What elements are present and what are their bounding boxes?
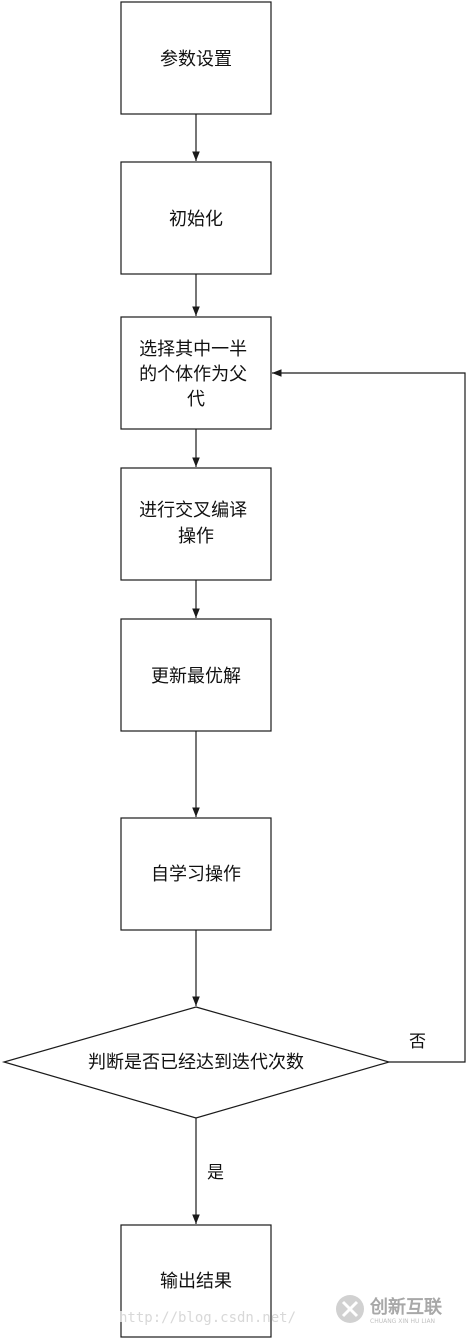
watermark-logo: 创新互联 CHUANG XIN HU LIAN	[336, 1295, 442, 1325]
node-self-learn-line-1: 自学习操作	[151, 864, 241, 885]
node-crossover-line-1: 进行交叉编译	[139, 500, 247, 521]
node-decision: 判断是否已经达到迭代次数	[1, 1006, 392, 1119]
node-update-best-line-1: 更新最优解	[151, 666, 241, 687]
node-crossover: 进行交叉编译 操作	[120, 467, 272, 581]
node-update-best: 更新最优解	[120, 618, 272, 732]
node-decision-line-1: 判断是否已经达到迭代次数	[88, 1052, 304, 1073]
svg-text:参数设置: 参数设置	[160, 49, 232, 70]
node-crossover-line-2: 操作	[178, 526, 214, 547]
svg-text:进行交叉编译 操作: 进行交叉编译 操作	[139, 500, 253, 547]
node-select-parents-line-2: 的个体作为父	[139, 364, 247, 385]
svg-text:选择其中一半 的个体作为父 代: 选择其中一半 的个体作为父 代	[139, 339, 253, 410]
node-output-line-1: 输出结果	[160, 1271, 232, 1292]
svg-text:判断是否已经达到迭代次数: 判断是否已经达到迭代次数	[88, 1052, 304, 1073]
node-init: 初始化	[120, 161, 272, 275]
node-select-parents-line-1: 选择其中一半	[139, 339, 247, 360]
svg-text:输出结果: 输出结果	[160, 1271, 232, 1292]
svg-text:初始化: 初始化	[169, 209, 223, 230]
svg-text:更新最优解: 更新最优解	[151, 666, 241, 687]
node-params: 参数设置	[120, 1, 272, 115]
edge-decision-loop-back	[272, 369, 466, 1063]
node-params-line-1: 参数设置	[160, 49, 232, 70]
logo-text: 创新互联	[369, 1296, 442, 1318]
node-self-learn: 自学习操作	[120, 817, 272, 931]
node-output: 输出结果	[120, 1224, 272, 1338]
watermark-url: http://blog.csdn.net/	[119, 1310, 296, 1326]
node-select-parents-line-3: 代	[187, 389, 205, 410]
svg-text:自学习操作: 自学习操作	[151, 864, 241, 885]
logo-subtext: CHUANG XIN HU LIAN	[370, 1318, 435, 1325]
edge-label-yes: 是	[207, 1163, 224, 1183]
node-init-line-1: 初始化	[169, 209, 223, 230]
node-select-parents: 选择其中一半 的个体作为父 代	[120, 316, 272, 430]
edge-label-no: 否	[409, 1032, 426, 1052]
